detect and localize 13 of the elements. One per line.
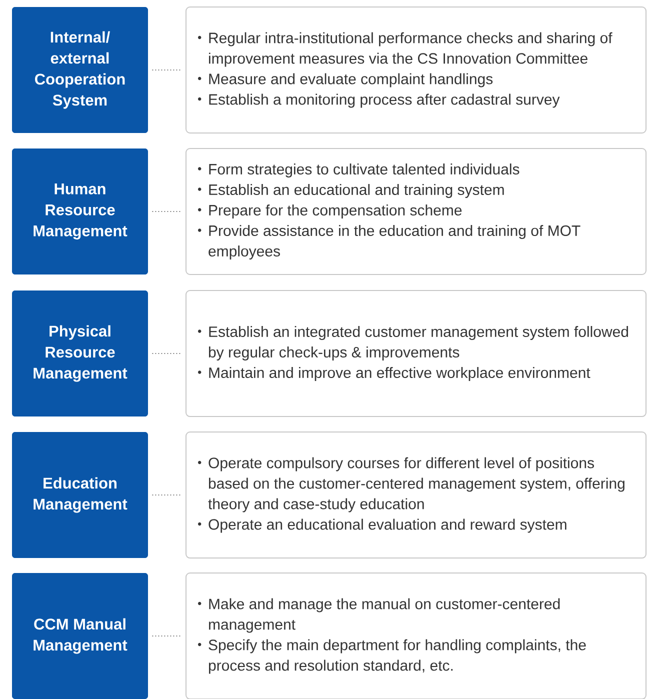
- category-box: CCM Manual Management: [12, 573, 148, 699]
- bullet-list-box: Form strategies to cultivate talented individuals Establish an educational and training system Prepare for the compensation scheme Provide assistance in the education and training of MOT employees: [186, 148, 646, 275]
- bullet-list-box: Regular intra-institutional performance checks and sharing of improvement measures via the CS Innovation Committee Measure and evaluate complaint handlings Establish a monitoring process after cadastral survey: [186, 6, 646, 134]
- connector-line: [152, 494, 181, 496]
- connector-line: [152, 353, 181, 354]
- category-box: Human Resource Management: [12, 148, 148, 274]
- connector-line: [152, 211, 181, 212]
- category-box: Internal/ external Cooperation System: [12, 7, 148, 133]
- category-box: Physical Resource Management: [12, 290, 148, 416]
- bullet-list-box: Operate compulsory courses for different level of positions based on the customer-centered management system, offering theory and case-study education Operate an educational evaluation and reward system: [186, 432, 646, 558]
- bullet-list-box: Establish an integrated customer management system followed by regular check-ups & improvements Maintain and improve an effective workplace environment: [186, 290, 646, 417]
- bullet-list-box: Make and manage the manual on customer-centered management Specify the main department for handling complaints, the process and resolution standard, etc.: [186, 572, 646, 699]
- category-box: Education Management: [12, 432, 148, 558]
